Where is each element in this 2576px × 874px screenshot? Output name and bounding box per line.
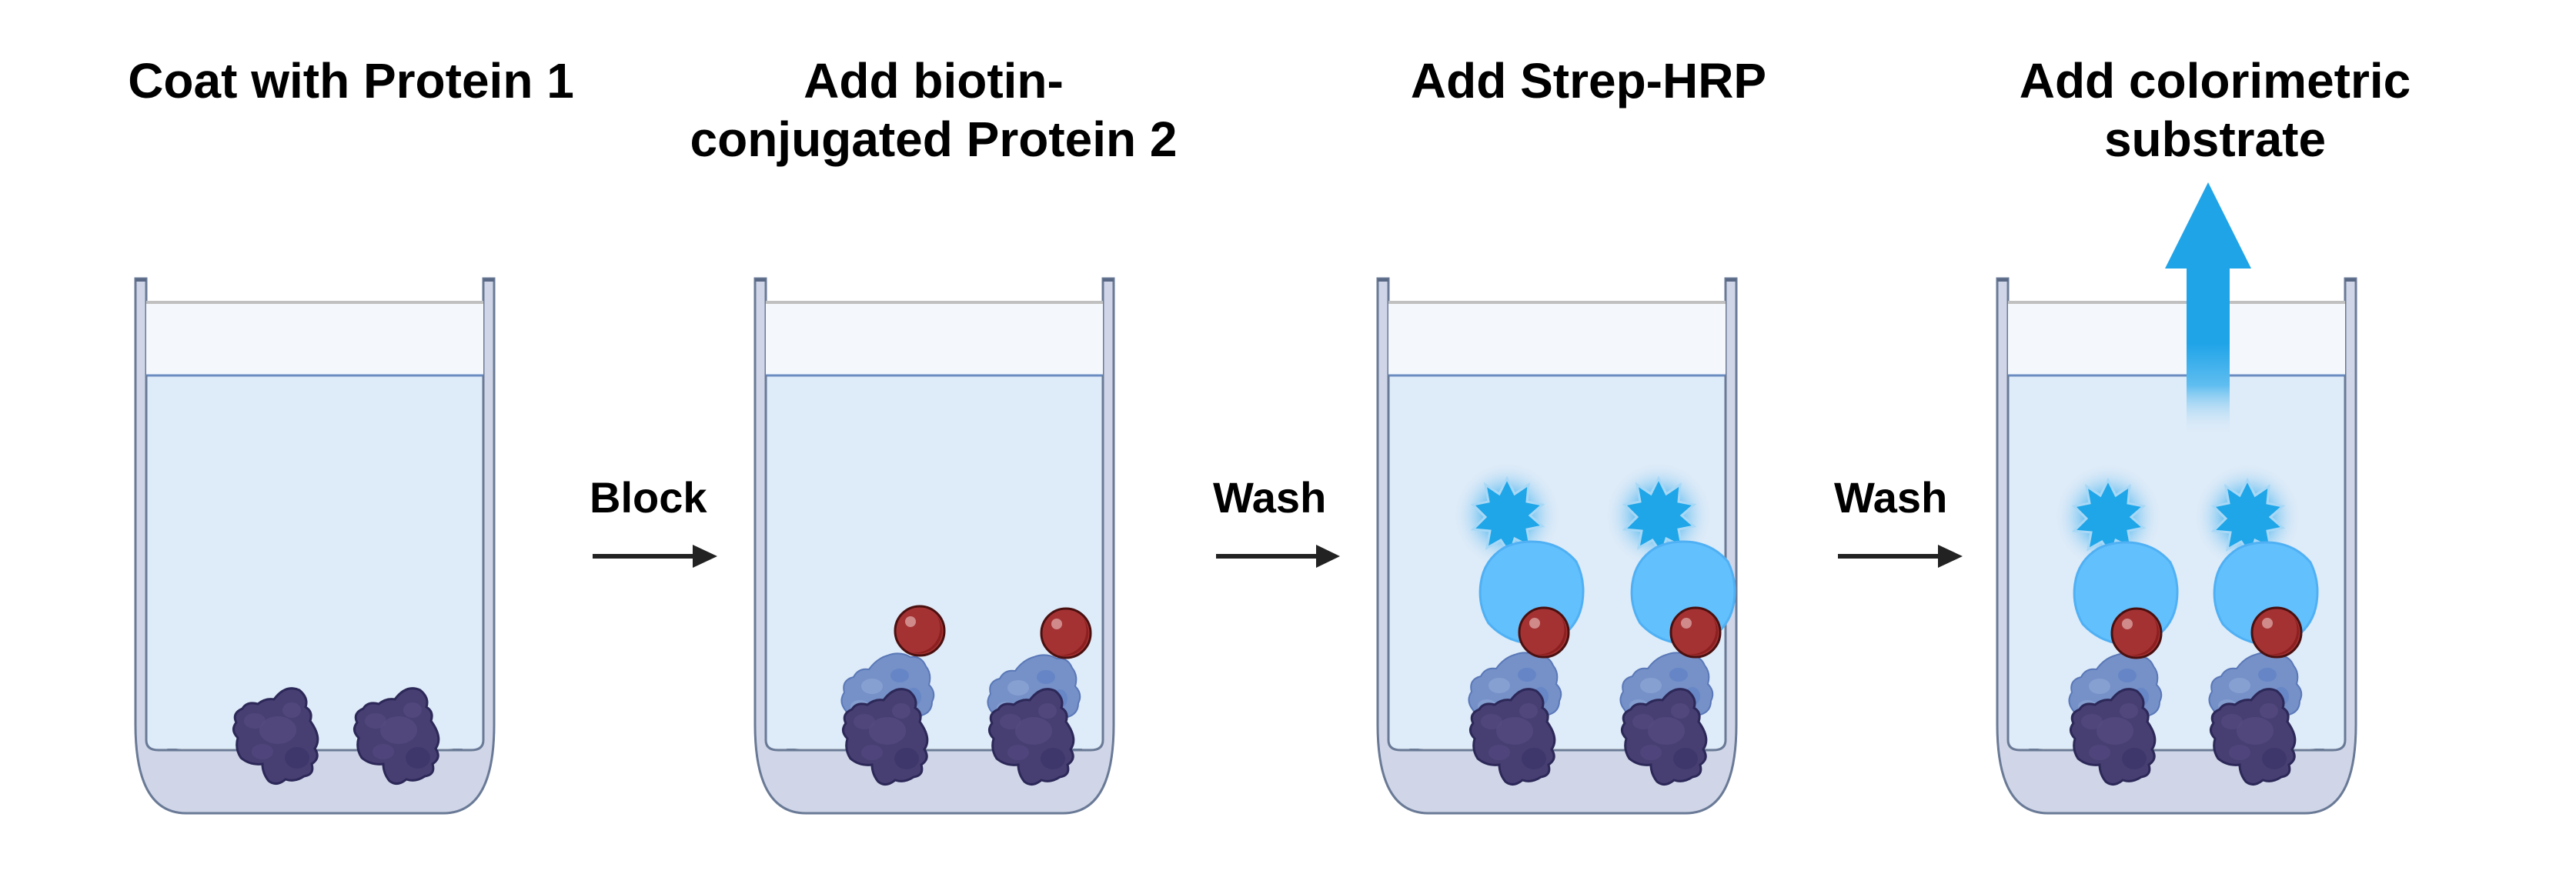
step-label-block: Block: [590, 473, 707, 522]
arrow-right-icon: [1216, 545, 1340, 568]
biotin-icon: [894, 605, 946, 657]
step-label-wash-1: Wash: [1213, 473, 1327, 522]
panel-3-title-line1: Add Strep-HRP: [1410, 53, 1767, 108]
signal-up-arrow-icon: [2165, 182, 2251, 435]
panel-4-title-line2: substrate: [2103, 112, 2327, 167]
panel-4-title: Add colorimetric substrate: [1938, 52, 2492, 168]
arrow-right-icon: [1838, 545, 1963, 568]
biotin-icon: [2250, 606, 2303, 659]
panel-2-title-line1: Add biotin-: [804, 53, 1064, 108]
biotin-icon: [1518, 606, 1570, 659]
well-4: [1996, 277, 2357, 815]
arrow-right-icon: [593, 545, 717, 568]
biotin-icon: [2110, 607, 2163, 659]
panel-3-title: Add Strep-HRP: [1311, 52, 1866, 110]
biotin-icon: [1669, 606, 1722, 659]
panel-1-title-line1: Coat with Protein 1: [128, 53, 574, 108]
panel-2-title: Add biotin- conjugated Protein 2: [657, 52, 1211, 168]
panel-4-title-line1: Add colorimetric: [2019, 53, 2411, 108]
panel-2-title-line2: conjugated Protein 2: [690, 112, 1178, 167]
panel-1-title: Coat with Protein 1: [74, 52, 628, 110]
biotin-icon: [1040, 607, 1092, 659]
step-label-wash-2: Wash: [1834, 473, 1948, 522]
